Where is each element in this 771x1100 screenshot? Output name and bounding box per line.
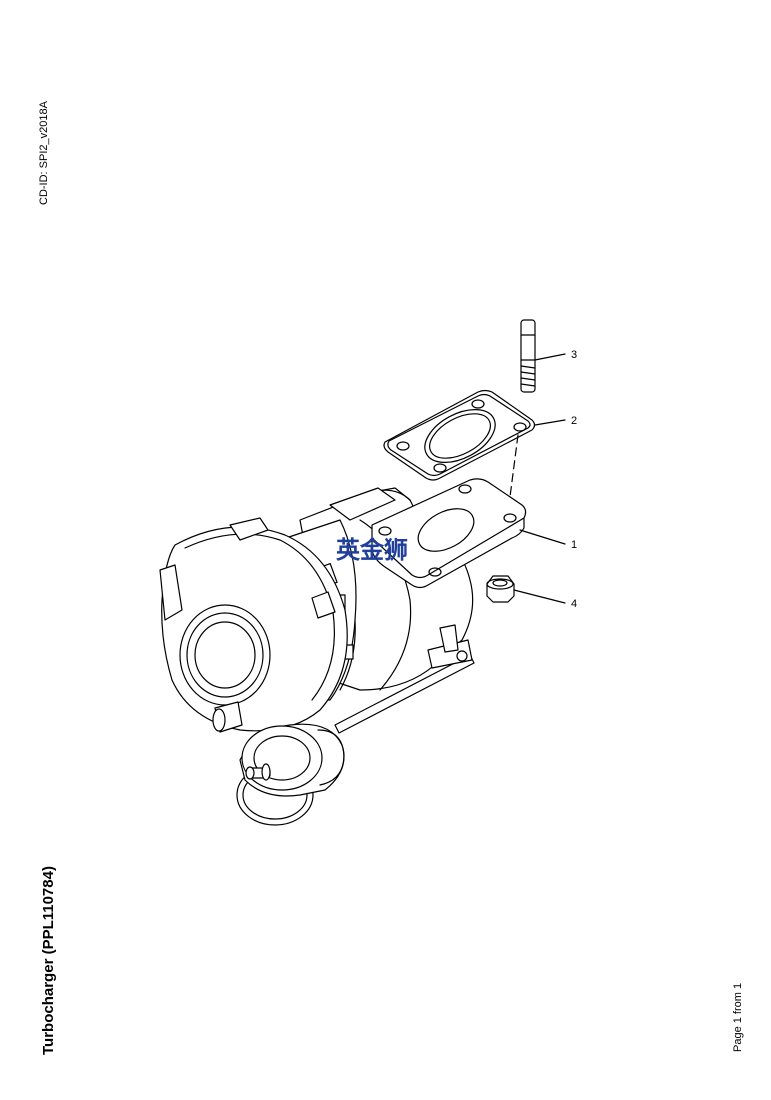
leader-line-4 <box>513 589 566 604</box>
callout-2: 2 <box>571 415 577 427</box>
leader-line-3 <box>534 353 566 361</box>
leader-line-1 <box>519 529 566 545</box>
turbocharger-part-1 <box>159 478 527 826</box>
leader-line-2 <box>534 419 566 426</box>
callout-1: 1 <box>571 539 577 551</box>
watermark-logo: 英金狮 <box>336 536 408 564</box>
nut-part-4 <box>486 575 515 603</box>
callout-4: 4 <box>571 598 577 610</box>
callout-3: 3 <box>571 349 577 361</box>
gasket-part-2 <box>383 389 536 481</box>
stud-part-3 <box>520 319 536 393</box>
